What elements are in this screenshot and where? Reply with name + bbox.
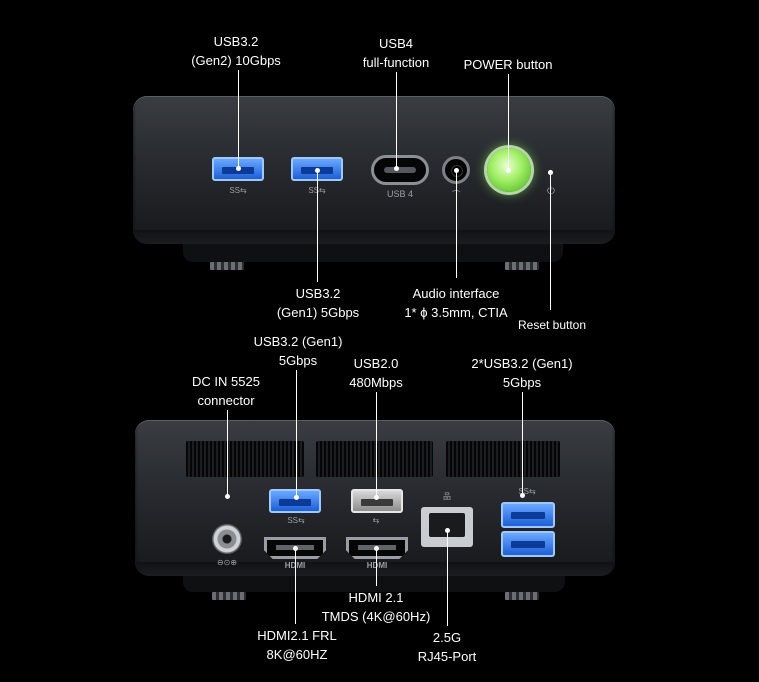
rear-vent-left	[186, 441, 304, 477]
leader-rear-usb20	[376, 392, 377, 497]
front-bezel	[133, 230, 615, 244]
leader-rear-usb-pair	[522, 392, 523, 495]
rear-vent-middle	[316, 441, 433, 477]
leader-rear-rj45	[447, 530, 448, 626]
front-base	[183, 244, 563, 262]
front-usb4-mark: USB 4	[386, 189, 414, 199]
leader-dot-rear-usb32-gen1	[294, 495, 299, 500]
rear-usb2-mark: ⇆	[372, 516, 380, 525]
label-rear-usb32-gen1: USB3.2 (Gen1)5Gbps	[253, 334, 343, 368]
leader-dot-front-usb32-gen2	[236, 166, 241, 171]
label-front-usb32-gen2: USB3.2(Gen2) 10Gbps	[191, 34, 281, 68]
rear-foot-right	[505, 592, 539, 600]
leader-dot-rear-rj45	[445, 528, 450, 533]
leader-front-audio	[456, 170, 457, 278]
leader-front-usb4	[396, 72, 397, 168]
label-front-usb32-gen1: USB3.2(Gen1) 5Gbps	[276, 286, 360, 320]
label-rear-usb32-gen1-x2: 2*USB3.2 (Gen1)5Gbps	[471, 356, 573, 390]
leader-front-reset	[550, 172, 551, 310]
rear-usb32-gen1-top-port	[501, 502, 555, 528]
rear-dc-mark: ⊖⊙⊕	[216, 558, 238, 567]
leader-dot-front-reset	[548, 170, 553, 175]
leader-rear-usb32-gen1	[296, 370, 297, 497]
rear-usb32-gen1-bottom-port	[501, 531, 555, 557]
rear-dc-in-jack	[212, 524, 242, 554]
leader-dot-rear-usb-pair	[520, 493, 525, 498]
leader-dot-rear-hdmi-tmds	[374, 546, 379, 551]
rear-bezel	[135, 562, 615, 576]
rear-foot-left	[212, 592, 246, 600]
front-reset-mark: ⏻	[547, 186, 555, 197]
front-usb4-port	[371, 155, 429, 185]
leader-front-usb32-gen2	[238, 70, 239, 168]
leader-dot-front-audio	[454, 168, 459, 173]
rear-usb32-gen1-port	[269, 489, 321, 513]
front-ss-mark-1: SS⇆	[229, 186, 247, 195]
label-front-reset: Reset button	[517, 318, 587, 332]
leader-rear-hdmi-tmds	[376, 548, 377, 586]
front-foot-right	[505, 262, 539, 270]
rear-lan-mark: 品	[443, 492, 451, 501]
leader-dot-rear-hdmi-frl	[293, 546, 298, 551]
leader-rear-hdmi-frl	[295, 548, 296, 624]
rear-hdmi-mark-2: HDMI	[366, 561, 388, 570]
leader-dot-front-power	[506, 168, 511, 173]
rear-vent-right	[446, 441, 560, 477]
rear-ss-pair-mark: SS⇆	[518, 487, 536, 496]
leader-dot-rear-dc	[225, 494, 230, 499]
leader-dot-front-usb32-gen1	[315, 168, 320, 173]
rear-ss-mark: SS⇆	[287, 516, 305, 525]
leader-rear-dc	[227, 410, 228, 496]
leader-front-usb32-gen1	[317, 170, 318, 282]
leader-dot-front-usb4	[394, 166, 399, 171]
rear-base	[183, 576, 565, 592]
leader-front-power	[508, 74, 509, 170]
label-front-power: POWER button	[463, 57, 553, 72]
leader-dot-rear-usb20	[374, 495, 379, 500]
rear-usb20-port	[351, 489, 403, 513]
front-foot-left	[210, 262, 244, 270]
